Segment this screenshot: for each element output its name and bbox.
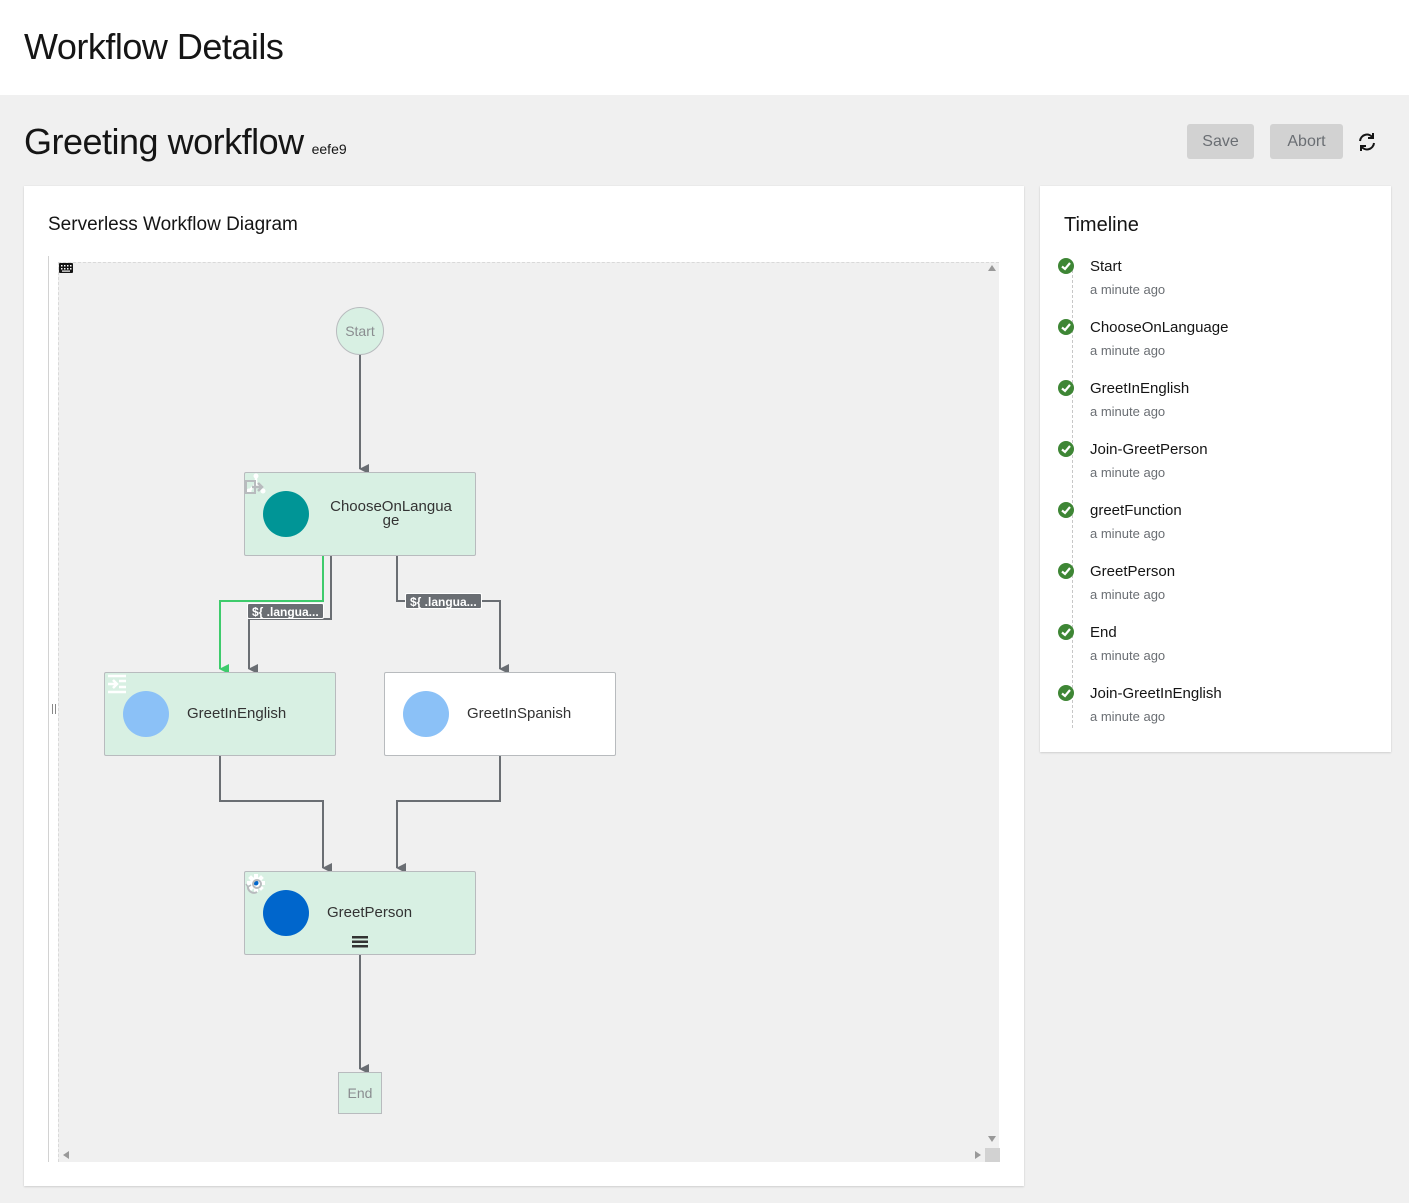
check-circle-icon: [1058, 258, 1074, 274]
timeline-item-time: a minute ago: [1090, 709, 1166, 724]
timeline-item: End a minute ago: [1058, 624, 1378, 685]
diagram-card: Serverless Workflow Diagram: [24, 186, 1024, 1186]
save-button[interactable]: Save: [1187, 124, 1254, 159]
node-label: GreetInSpanish: [467, 705, 572, 722]
timeline-item-name: GreetPerson: [1090, 563, 1176, 580]
choose-on-language-node[interactable]: ChooseOnLangua ge: [244, 472, 476, 556]
edge-spanish-greet: [396, 755, 501, 873]
diagram-canvas[interactable]: Start ChooseOnLangua ge: [58, 262, 999, 1162]
edge-condition-label: ${ .langua...: [247, 603, 324, 619]
diagram-edges: [219, 354, 509, 1074]
timeline-item-name: Join-GreetInEnglish: [1090, 685, 1222, 702]
timeline-card: Timeline Start a minute ago ChooseOnLang…: [1040, 186, 1391, 752]
node-label: ChooseOnLangua ge: [330, 498, 452, 529]
action-list-icon[interactable]: [352, 936, 368, 948]
keyboard-icon[interactable]: [59, 263, 73, 273]
check-circle-icon: [1058, 441, 1074, 457]
timeline-item-name: greetFunction: [1090, 502, 1182, 519]
check-circle-icon: [1058, 319, 1074, 335]
greet-in-spanish-node[interactable]: GreetInSpanish: [384, 672, 616, 756]
page-header: Workflow Details: [0, 0, 1409, 95]
diagram-title: Serverless Workflow Diagram: [48, 214, 298, 235]
compensation-icon: [245, 879, 262, 894]
scroll-up-arrow[interactable]: [988, 265, 996, 271]
edge-choose-spanish: [396, 555, 509, 674]
node-label: GreetInEnglish: [187, 705, 287, 722]
scroll-left-arrow[interactable]: [63, 1151, 69, 1159]
timeline-item-time: a minute ago: [1090, 282, 1166, 297]
timeline-item-time: a minute ago: [1090, 587, 1166, 602]
check-circle-icon: [1058, 624, 1074, 640]
sync-icon[interactable]: [1356, 131, 1378, 153]
timeline-item: GreetPerson a minute ago: [1058, 563, 1378, 624]
greet-person-node[interactable]: GreetPerson: [244, 871, 476, 955]
timeline-item-time: a minute ago: [1090, 465, 1166, 480]
inject-icon: [108, 674, 169, 737]
timeline-item-name: Join-GreetPerson: [1090, 441, 1208, 458]
check-circle-icon: [1058, 380, 1074, 396]
timeline-title: Timeline: [1064, 214, 1139, 236]
timeline-item: ChooseOnLanguage a minute ago: [1058, 319, 1378, 380]
greet-in-english-node[interactable]: GreetInEnglish: [104, 672, 336, 756]
timeline-item: Join-GreetPerson a minute ago: [1058, 441, 1378, 502]
check-circle-icon: [1058, 502, 1074, 518]
timeline-connector: [1072, 270, 1073, 728]
timeline-item-time: a minute ago: [1090, 404, 1166, 419]
scroll-right-arrow[interactable]: [975, 1151, 981, 1159]
page-title: Workflow Details: [24, 26, 284, 67]
timeline-item-time: a minute ago: [1090, 526, 1166, 541]
timeline-item: GreetInEnglish a minute ago: [1058, 380, 1378, 441]
end-node[interactable]: End: [338, 1072, 382, 1114]
splitter-handle[interactable]: [52, 704, 56, 714]
edge-english-greet: [219, 755, 332, 873]
timeline-item: Join-GreetInEnglish a minute ago: [1058, 685, 1378, 746]
abort-button[interactable]: Abort: [1270, 124, 1343, 159]
switch-icon: [246, 473, 309, 537]
timeline-item-time: a minute ago: [1090, 343, 1166, 358]
timeline-item-name: ChooseOnLanguage: [1090, 319, 1229, 336]
timeline-item: Start a minute ago: [1058, 258, 1378, 319]
inject-icon: [388, 674, 449, 737]
scroll-down-arrow[interactable]: [988, 1136, 996, 1142]
timeline-list: Start a minute ago ChooseOnLanguage a mi…: [1058, 258, 1378, 746]
timeline-item-name: GreetInEnglish: [1090, 380, 1190, 397]
edge-choose-english-taken: [219, 555, 324, 674]
timeline-item-name: End: [1090, 624, 1117, 641]
diagram-viewport[interactable]: Start ChooseOnLangua ge: [48, 256, 1000, 1162]
edge-condition-label: ${ .langua...: [405, 593, 482, 609]
timeline-item-name: Start: [1090, 258, 1122, 275]
edge-choose-english: [248, 555, 332, 674]
node-label: GreetPerson: [327, 904, 413, 921]
timeline-item: greetFunction a minute ago: [1058, 502, 1378, 563]
start-node[interactable]: Start: [336, 307, 384, 355]
check-circle-icon: [1058, 563, 1074, 579]
check-circle-icon: [1058, 685, 1074, 701]
exit-icon: [245, 480, 264, 494]
scroll-corner: [985, 1148, 1000, 1162]
workflow-title: Greeting workflow eefe9: [24, 121, 347, 163]
workflow-id: eefe9: [311, 141, 347, 157]
gear-icon: [247, 874, 309, 936]
workflow-name: Greeting workflow: [24, 121, 304, 162]
timeline-item-time: a minute ago: [1090, 648, 1166, 663]
